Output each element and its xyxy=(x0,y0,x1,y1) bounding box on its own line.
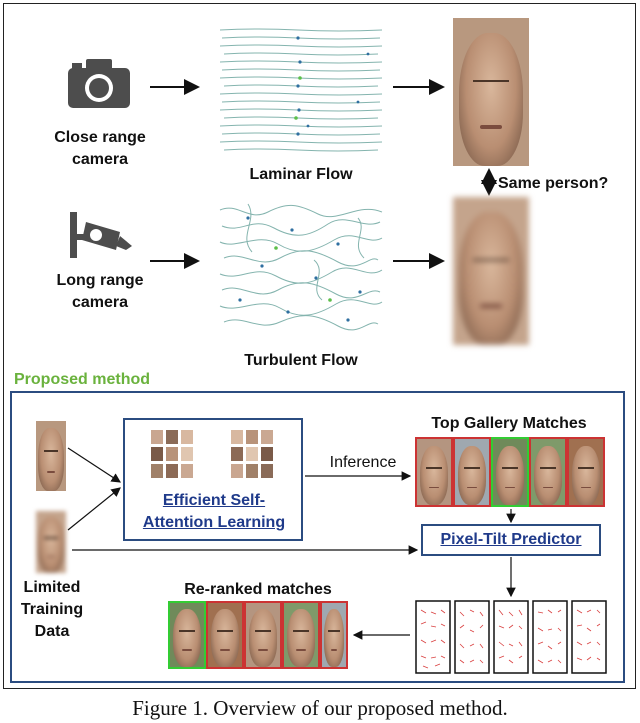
tilt-maps xyxy=(415,600,607,674)
arrow-face1-to-esa xyxy=(67,447,122,483)
arrow-face2-to-esa xyxy=(67,487,121,531)
gallery-match-4 xyxy=(529,437,567,507)
cctv-camera-icon xyxy=(70,212,132,258)
pixel-tilt-predictor-box xyxy=(421,524,601,556)
training-face-1 xyxy=(36,421,66,491)
training-face-2 xyxy=(36,511,66,573)
gallery-match-5 xyxy=(567,437,605,507)
reranked-match-3 xyxy=(244,601,282,669)
patch-grid-1 xyxy=(151,430,193,478)
reranked-match-4 xyxy=(282,601,320,669)
reranked-match-5 xyxy=(320,601,348,669)
patch-grid-2 xyxy=(231,430,273,478)
reranked-match-1-correct xyxy=(168,601,206,669)
laminar-flow-image xyxy=(219,28,383,152)
gallery-match-2 xyxy=(453,437,491,507)
proposed-method-panel xyxy=(10,391,625,683)
long-range-face-blurred xyxy=(453,197,529,345)
efficient-self-attention-label: Efficient Self-Attention Learning xyxy=(142,492,286,531)
turbulent-flow-label: Turbulent Flow xyxy=(244,352,358,369)
inference-label: Inference xyxy=(329,454,397,471)
arrows-method xyxy=(67,447,516,640)
gallery-match-3-correct xyxy=(491,437,529,507)
arrows-top xyxy=(150,79,497,269)
close-range-face xyxy=(453,18,529,166)
camera-icon xyxy=(68,59,130,108)
same-person-label: Same person? xyxy=(498,175,609,192)
top-gallery-matches-label: Top Gallery Matches xyxy=(431,415,587,432)
figure-frame xyxy=(3,3,636,689)
laminar-flow-label: Laminar Flow xyxy=(249,166,353,183)
pixel-tilt-predictor-label: Pixel-Tilt Predictor xyxy=(440,531,582,548)
reranked-matches-label: Re-ranked matches xyxy=(184,581,332,598)
turbulent-flow-image xyxy=(219,203,383,331)
gallery-match-1 xyxy=(415,437,453,507)
reranked-match-2 xyxy=(206,601,244,669)
figure-caption: Figure 1. Overview of our proposed metho… xyxy=(132,696,508,720)
proposed-method-title: Proposed method xyxy=(14,371,151,388)
